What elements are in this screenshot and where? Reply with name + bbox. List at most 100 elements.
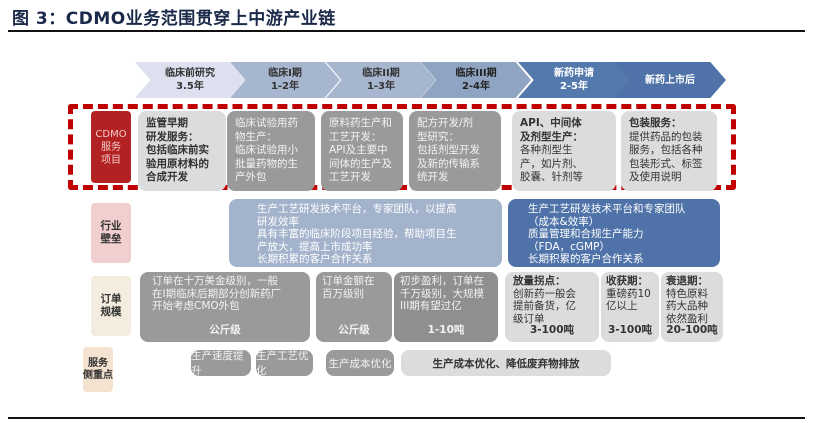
text-line: 研发效率 <box>257 215 299 228</box>
phase-chevron-preclinical: 临床前研究 3.5年 <box>135 62 245 98</box>
phase-chevron-phase1: 临床I期 1-2年 <box>230 62 340 98</box>
focus-pill-speed: 生产速度提升 <box>191 350 251 377</box>
text-line: 包括剂型开发 <box>417 144 480 156</box>
text-line: API及主要中 <box>329 144 388 156</box>
text-line: III期有望过亿 <box>400 300 462 312</box>
text-line: 项目 <box>101 154 121 166</box>
phase-duration: 1-3年 <box>366 81 396 92</box>
order-card-phase3: 初步盈利，订单在 千万级别，大规模 III期有望过亿 1-10吨 <box>394 272 498 342</box>
text-line: 壁垒 <box>100 233 122 245</box>
phase-duration: 1-2年 <box>270 81 300 92</box>
text-line: 行业 <box>100 220 122 232</box>
text-line: 百万级别 <box>322 287 364 300</box>
phase-chevron-phase2: 临床II期 1-3年 <box>326 62 436 98</box>
phase-chevron-nda: 新药申请 2-5年 <box>518 62 630 98</box>
text-line: 长期积累的客户合作关系 <box>528 253 644 265</box>
service-card-api-process: 原料药生产和 工艺开发： API及主要中 间体的生产及 工艺开发 <box>321 111 403 191</box>
text-line: 订单金额在 <box>322 275 375 287</box>
phase-name: 新药申请 <box>554 68 594 79</box>
service-card-packaging: 包装服务： 提供药品的包装 服务，包括各种 包装形式、标签 及使用说明 <box>621 111 717 191</box>
text-line: 服务 <box>101 141 121 153</box>
cdmo-services-frame <box>68 104 736 190</box>
text-line: 原料药生产和 <box>329 117 392 129</box>
text-line: （成本&效率） <box>528 215 600 228</box>
phase-name: 临床I期 <box>268 68 302 79</box>
text-line: 各种剂型生 <box>520 144 573 156</box>
row-label-cdmo-services: CDMO 服务 项目 <box>91 111 131 183</box>
text-line: 放量拐点： <box>513 275 566 287</box>
title-rule <box>8 30 805 32</box>
text-line: 配方开发/剂 <box>417 117 474 129</box>
order-card-phase1: 订单在十万美金级别，一般 在I期临床后期部分创新药厂 开始考虑CMO外包 公斤级 <box>140 272 310 342</box>
text-line: 合成开发 <box>146 171 188 183</box>
order-card-decline: 衰退期： 特色原料 药大品种 依然盈利 20-100吨 <box>661 272 723 342</box>
service-card-clinical-supply: 临床试验用药 物生产： 临床试验用小 批量药物的生 产外包 <box>227 111 315 191</box>
text-line: 初步盈利，订单在 <box>400 275 484 287</box>
phase-duration: 3.5年 <box>176 81 204 92</box>
phase-duration: 2-4年 <box>461 81 491 92</box>
order-card-harvest: 收获期： 重磅药10 亿以上 3-100吨 <box>601 272 659 342</box>
text-line: 提供药品的包装 <box>629 130 703 143</box>
barrier-card-clinical: 生产工艺研发技术平台，专家团队，以提高 研发效率 具有丰富的临床阶段项目经验，帮… <box>229 199 502 267</box>
text-line: （FDA，cGMP） <box>528 240 610 253</box>
text-line: 验用原材料的 <box>146 157 209 170</box>
text-line: 型研究： <box>417 130 459 143</box>
text-line: 产外包 <box>235 171 267 183</box>
text-line: 特色原料 <box>666 287 708 300</box>
text-line: CDMO <box>95 128 127 140</box>
text-line: 服务，包括各种 <box>629 144 703 156</box>
text-line: 规模 <box>100 306 122 318</box>
text-line: 统开发 <box>417 171 449 183</box>
service-card-commercial-production: API、中间体 及剂型生产： 各种剂型生 产，如片剂、 胶囊、针剂等 <box>512 111 616 191</box>
text-line: 千万级别，大规模 <box>400 287 484 300</box>
text-line: 包装形式、标签 <box>629 157 703 170</box>
row-label-industry-barriers: 行业 壁垒 <box>91 203 131 263</box>
phase-duration: 2-5年 <box>559 81 589 92</box>
phase-name: 临床III期 <box>455 68 497 79</box>
text-line: 监管早期 <box>146 117 188 129</box>
order-scale: 公斤级 <box>209 323 241 336</box>
text-line: 侧重点 <box>83 369 113 381</box>
service-card-early-rd: 监管早期 研发服务： 包括临床前实 验用原材料的 合成开发 <box>138 111 226 191</box>
text-line: 批量药物的生 <box>235 157 298 170</box>
focus-pill-cost-waste: 生产成本优化、降低废弃物排放 <box>401 350 611 376</box>
phase-name: 新药上市后 <box>645 74 695 86</box>
text-line: 及新的传输系 <box>417 157 480 170</box>
phase-chevron-post-market: 新药上市后 <box>614 62 726 98</box>
text-line: 提前备货，亿 <box>513 300 576 312</box>
text-line: 重磅药10 <box>606 287 651 300</box>
text-line: 物生产： <box>235 130 277 143</box>
text-line: 产放大，提高上市成功率 <box>257 240 373 253</box>
text-line: 及剂型生产： <box>520 130 583 143</box>
text-line: 包装服务： <box>629 117 682 129</box>
order-card-ramp-up: 放量拐点： 创新药一般会 提前备货，亿 级订单 3-100吨 <box>505 272 599 342</box>
text-line: 收获期： <box>606 275 648 287</box>
row-label-order-size: 订单 规模 <box>91 276 131 336</box>
text-line: 服务 <box>88 357 108 369</box>
phase-name: 临床前研究 <box>165 68 215 79</box>
order-scale: 1-10吨 <box>427 323 465 336</box>
text-line: API、中间体 <box>520 117 582 129</box>
text-line: 临床试验用小 <box>235 144 298 156</box>
text-line: 在I期临床后期部分创新药厂 <box>152 287 282 300</box>
text-line: 药大品种 <box>666 300 708 312</box>
bottom-rule <box>8 417 805 419</box>
order-scale: 3-100吨 <box>607 323 653 336</box>
order-card-phase2: 订单金额在 百万级别 公斤级 <box>316 272 392 342</box>
service-card-formulation: 配方开发/剂 型研究： 包括剂型开发 及新的传输系 统开发 <box>409 111 501 191</box>
phase-chevron-phase3: 临床III期 2-4年 <box>421 62 531 98</box>
text-line: 生产工艺研发技术平台和专家团队 <box>528 203 686 215</box>
text-line: 胶囊、针剂等 <box>520 171 583 183</box>
text-line: 订单 <box>100 293 122 305</box>
text-line: 研发服务： <box>146 130 199 143</box>
order-scale: 20-100吨 <box>666 323 718 336</box>
text-line: 间体的生产及 <box>329 157 392 170</box>
text-line: 亿以上 <box>606 300 638 312</box>
order-scale: 公斤级 <box>338 323 370 336</box>
text-line: 依然盈利 <box>666 312 708 325</box>
phase-name: 临床II期 <box>362 68 400 79</box>
text-line: 级订单 <box>513 312 545 325</box>
text-line: 创新药一般会 <box>513 287 576 300</box>
text-line: 临床试验用药 <box>235 117 298 129</box>
text-line: 生产工艺研发技术平台，专家团队，以提高 <box>257 203 457 215</box>
